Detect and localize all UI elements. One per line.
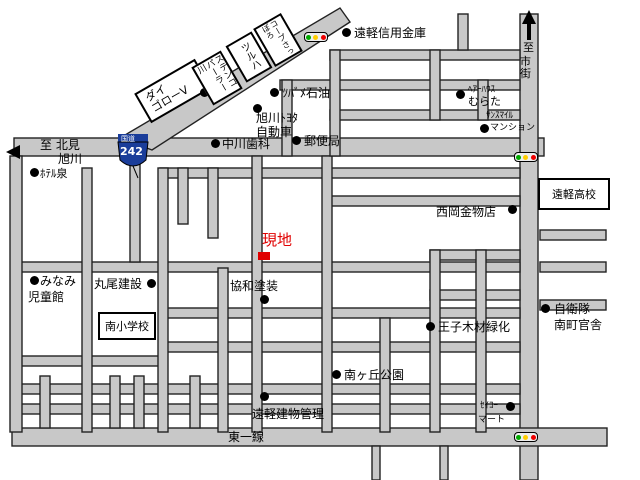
shield-top-text: 国道 [121, 135, 135, 143]
entsuru-kensetsu-label: 遠軽建物管理 [252, 407, 325, 421]
landmark-dot [270, 88, 279, 97]
toyota-label-1: 旭川ﾄﾖﾀ [256, 111, 299, 125]
entsuru-koko-label: 遠軽高校 [552, 188, 596, 201]
oji-mokuzai-label: 王子木材緑化 [438, 320, 511, 334]
west-direction-kitami: 至 北見 [40, 138, 80, 152]
route-242-road [13, 137, 545, 157]
landmark-dot [292, 136, 301, 145]
tsubame-sekiyu-label: ﾂﾊﾞﾒ石油 [282, 86, 331, 100]
site-label: 現地 [262, 231, 293, 249]
jieitai-label-1: 自衛隊 [554, 302, 591, 316]
hotel-izumi-label: ﾎﾃﾙ泉 [40, 167, 68, 180]
jieitai-label-2: 南町官舎 [554, 318, 603, 332]
minami-jidokan-label-2: 児童館 [28, 290, 65, 304]
landmark-dot [480, 124, 489, 133]
landmark-dot [211, 139, 220, 148]
north-direction-city: 市街 [520, 55, 531, 80]
sunsmile-label-2: マンション [490, 123, 536, 133]
shield-number: 242 [120, 145, 143, 158]
nishioka-label: 西岡金物店 [436, 205, 497, 219]
west-direction-asahikawa: 旭川 [58, 152, 83, 166]
hair-house-label-1: ﾍｱｰﾊｳｽ [468, 85, 496, 95]
east-one-street-label: 東一線 [228, 430, 265, 444]
landmark-dot [508, 205, 517, 214]
hair-house-label-2: むらた [468, 95, 501, 108]
north-arrow [522, 10, 536, 24]
kyowa-label: 協和塗装 [230, 279, 279, 293]
yubinkyoku-label: 郵便局 [304, 134, 341, 148]
entsuru-koko-box: 遠軽高校 [538, 178, 610, 210]
nakagawa-shika-label: 中川歯科 [222, 137, 271, 151]
landmark-dot [426, 322, 435, 331]
landmark-dot [456, 90, 465, 99]
traffic-signal [514, 152, 538, 162]
main-north-road [519, 13, 539, 480]
landmark-dot [200, 88, 209, 97]
landmark-dot [342, 28, 351, 37]
entsuru-shinkin-label: 遠軽信用金庫 [354, 26, 427, 40]
landmark-dot [30, 168, 39, 177]
north-direction-to: 至 [523, 41, 534, 54]
tsuruha-label: ツルハ [237, 41, 262, 73]
minami-shogakko-box: 南小学校 [98, 312, 156, 340]
seicomart-label-2: マート [478, 415, 506, 425]
landmark-dot [541, 304, 550, 313]
landmark-dot [253, 104, 262, 113]
west-arrow [6, 145, 20, 159]
minamigaoka-label: 南ヶ丘公園 [344, 368, 405, 382]
minami-jidokan-label-1: みなみ [40, 274, 77, 288]
sunsmile-label-1: ｻﾝｽﾏｲﾙ [486, 111, 514, 121]
landmark-dot [30, 276, 39, 285]
traffic-signal [304, 32, 328, 42]
landmark-dot [332, 370, 341, 379]
maruo-label: 丸尾建設 [94, 277, 143, 291]
minami-shogakko-label: 南小学校 [105, 320, 149, 333]
landmark-dot [506, 402, 515, 411]
traffic-signal [514, 432, 538, 442]
site-marker [258, 252, 270, 260]
route-242-shield [117, 134, 149, 179]
toyota-label-2: 自動車 [256, 125, 293, 139]
landmark-dot [147, 279, 156, 288]
landmark-dot [260, 392, 269, 401]
seicomart-label-1: ｾｲｺｰ [480, 401, 499, 411]
landmark-dot [260, 295, 269, 304]
